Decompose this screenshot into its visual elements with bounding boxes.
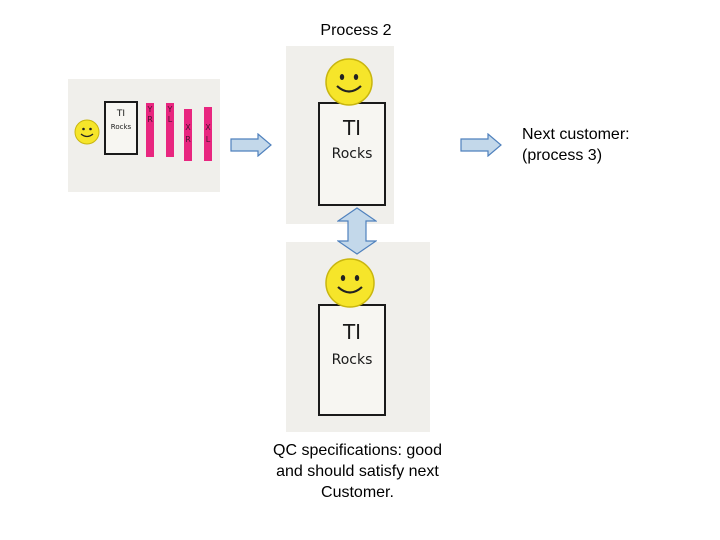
right-arrow-icon bbox=[460, 133, 502, 157]
pink-strip: Y L bbox=[166, 103, 174, 157]
board-line-1: TI bbox=[342, 320, 362, 344]
qc-check-photo: TI Rocks bbox=[286, 242, 430, 432]
small-ti-rocks-board: TI Rocks bbox=[104, 101, 138, 155]
strip-top-mark: Y bbox=[147, 105, 153, 114]
qc-line-3: Customer. bbox=[321, 484, 394, 501]
strip-top-mark: X bbox=[185, 123, 191, 132]
pink-strip: X R bbox=[184, 109, 192, 161]
small-board-line-2: Rocks bbox=[110, 123, 132, 131]
board-line-2: Rocks bbox=[331, 146, 373, 162]
next-customer-label: Next customer: (process 3) bbox=[522, 124, 630, 166]
strip-bottom-mark: R bbox=[147, 115, 153, 124]
next-customer-line-2: (process 3) bbox=[522, 147, 603, 164]
process-title: Process 2 bbox=[320, 22, 392, 39]
qc-spec-label: QC specifications: good and should satis… bbox=[250, 440, 465, 503]
strip-top-mark: X bbox=[205, 123, 211, 132]
strip-top-mark: Y bbox=[167, 105, 173, 114]
small-board-line-1: TI bbox=[116, 109, 126, 119]
board-line-2: Rocks bbox=[331, 352, 373, 368]
next-customer-line-1: Next customer: bbox=[522, 126, 630, 143]
up-down-arrow-icon bbox=[337, 207, 377, 255]
strip-bottom-mark: R bbox=[185, 135, 191, 144]
smiley-icon bbox=[325, 58, 373, 106]
process-output-photo: TI Rocks bbox=[286, 46, 394, 224]
strip-bottom-mark: L bbox=[167, 115, 173, 124]
smiley-icon bbox=[325, 258, 375, 308]
small-smiley-icon bbox=[74, 119, 100, 145]
input-parts-photo: TI Rocks Y R Y L X R X L bbox=[68, 79, 220, 192]
pink-strip: X L bbox=[204, 107, 212, 161]
ti-rocks-board: TI Rocks bbox=[318, 102, 386, 206]
board-line-1: TI bbox=[342, 116, 362, 140]
strip-bottom-mark: L bbox=[205, 135, 211, 144]
qc-line-2: and should satisfy next bbox=[276, 463, 439, 480]
pink-strip: Y R bbox=[146, 103, 154, 157]
ti-rocks-board: TI Rocks bbox=[318, 304, 386, 416]
qc-line-1: QC specifications: good bbox=[273, 442, 442, 459]
right-arrow-icon bbox=[230, 133, 272, 157]
